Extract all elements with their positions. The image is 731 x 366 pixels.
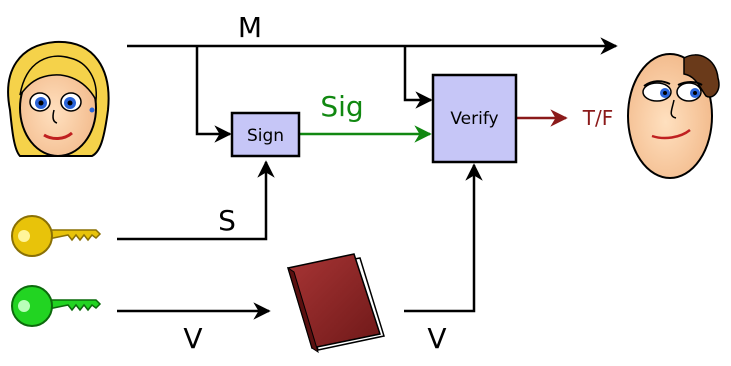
gold-key-icon — [11, 215, 102, 257]
secret-key-label: S — [218, 204, 236, 237]
result-label: T/F — [582, 106, 613, 130]
book-icon — [287, 253, 385, 354]
signature-label: Sig — [320, 90, 363, 123]
sign-box-label: Sign — [247, 126, 284, 146]
secret-key-line — [117, 160, 275, 241]
verify-key-label-right: V — [427, 322, 446, 355]
man-face-icon — [627, 53, 720, 179]
directory-to-verify-line — [404, 163, 483, 313]
verify-box: Verify — [431, 73, 518, 164]
verify-key-label-left: V — [183, 322, 202, 355]
sign-box: Sign — [230, 111, 301, 158]
message-line — [127, 37, 618, 143]
message-label: M — [238, 11, 262, 44]
verify-box-label: Verify — [450, 109, 498, 129]
green-key-icon — [11, 285, 102, 327]
woman-face-icon — [7, 40, 110, 157]
